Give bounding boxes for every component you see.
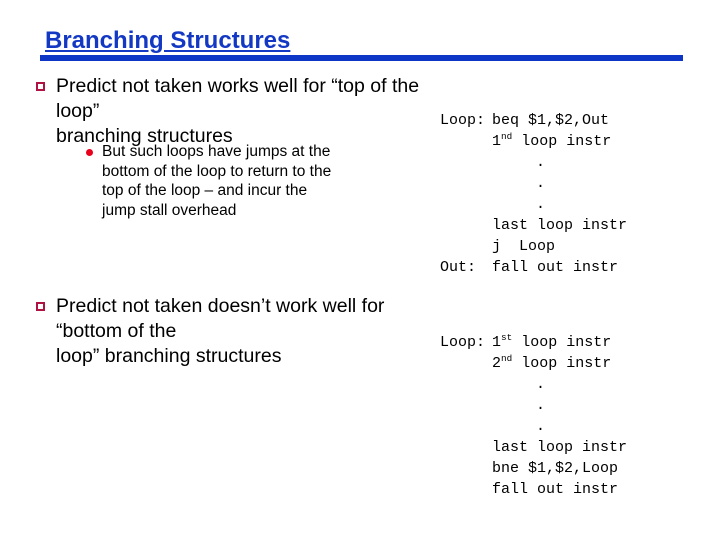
code-line: . bbox=[440, 152, 680, 173]
code-line-instruction: last loop instr bbox=[492, 439, 628, 456]
code-line: Out: fall out instr bbox=[440, 257, 680, 278]
code-line-label: Loop: bbox=[440, 112, 486, 129]
code-line: last loop instr bbox=[440, 437, 680, 458]
bullet-item-top-of-loop: Predict not taken works well for “top of… bbox=[36, 74, 436, 149]
code-ellipsis-dot: . bbox=[536, 376, 546, 393]
ordinal-suffix: nd bbox=[501, 131, 513, 142]
ordinal-number: 2 bbox=[492, 355, 502, 372]
code-line-instruction: beq $1,$2,Out bbox=[492, 112, 610, 129]
title-underline-rule bbox=[40, 55, 683, 61]
code-line-instruction: 1nd loop instr bbox=[492, 131, 680, 152]
bullet-line: But such loops have jumps at the bbox=[102, 143, 331, 160]
code-line-instruction: j Loop bbox=[492, 238, 556, 255]
ordinal-number: 1 bbox=[492, 334, 502, 351]
code-line: Loop: beq $1,$2,Out bbox=[440, 110, 680, 131]
ordinal-suffix: st bbox=[501, 332, 513, 343]
code-line-label: Out: bbox=[440, 259, 477, 276]
bullet-text: Predict not taken doesn’t work well for … bbox=[56, 294, 446, 369]
bullet-item-bottom-of-loop: Predict not taken doesn’t work well for … bbox=[36, 294, 446, 369]
code-ellipsis-dot: . bbox=[536, 175, 546, 192]
code-ellipsis-dot: . bbox=[536, 154, 546, 171]
code-line: j Loop bbox=[440, 236, 680, 257]
sub-bullet-text: But such loops have jumps at the bottom … bbox=[102, 142, 331, 220]
code-line: . bbox=[440, 374, 680, 395]
code-line-instruction-text: loop instr bbox=[512, 334, 612, 351]
code-line: . bbox=[440, 173, 680, 194]
bullet-line: jump stall overhead bbox=[102, 201, 237, 219]
code-line: 2nd loop instr bbox=[440, 353, 680, 374]
code-line: 1nd loop instr bbox=[440, 131, 680, 152]
bullet-text: Predict not taken works well for “top of… bbox=[56, 74, 436, 149]
code-line-instruction-text: loop instr bbox=[512, 133, 612, 150]
code-line-label: Loop: bbox=[440, 334, 486, 351]
code-ellipsis-dot: . bbox=[536, 418, 546, 435]
bullet-line: Predict not taken works well for “top of… bbox=[56, 75, 420, 122]
code-ellipsis-dot: . bbox=[536, 196, 546, 213]
code-line-instruction: 2nd loop instr bbox=[492, 353, 680, 374]
ordinal-number: 1 bbox=[492, 133, 502, 150]
code-line-instruction: fall out instr bbox=[492, 481, 619, 498]
code-line-instruction: last loop instr bbox=[492, 217, 628, 234]
square-bullet-icon bbox=[36, 82, 45, 91]
circle-bullet-icon bbox=[86, 149, 93, 156]
code-line: . bbox=[440, 194, 680, 215]
code-line: . bbox=[440, 395, 680, 416]
code-line: Loop: 1st loop instr bbox=[440, 332, 680, 353]
code-line: last loop instr bbox=[440, 215, 680, 236]
ordinal-suffix: nd bbox=[501, 353, 513, 364]
code-line: . bbox=[440, 416, 680, 437]
code-listing-top-of-loop: Loop: beq $1,$2,Out 1nd loop instr... last … bbox=[440, 110, 680, 278]
code-line: fall out instr bbox=[440, 479, 680, 500]
code-line-instruction: 1st loop instr bbox=[492, 332, 680, 353]
square-bullet-icon bbox=[36, 302, 45, 311]
code-line: bne $1,$2,Loop bbox=[440, 458, 680, 479]
code-line-instruction: bne $1,$2,Loop bbox=[492, 460, 619, 477]
bullet-line: branching structures bbox=[56, 125, 233, 147]
bullet-line: bottom of the loop to return to the bbox=[102, 162, 332, 180]
bullet-line: Predict not taken doesn’t work well for … bbox=[56, 295, 385, 342]
sub-bullet-item-jump-stall: But such loops have jumps at the bottom … bbox=[86, 142, 416, 220]
code-ellipsis-dot: . bbox=[536, 397, 546, 414]
page-title: Branching Structures bbox=[45, 27, 291, 54]
code-line-instruction: fall out instr bbox=[492, 259, 619, 276]
bullet-line: loop” branching structures bbox=[56, 345, 282, 367]
code-line-instruction-text: loop instr bbox=[512, 355, 612, 372]
bullet-line: top of the loop – and incur the bbox=[102, 182, 308, 199]
